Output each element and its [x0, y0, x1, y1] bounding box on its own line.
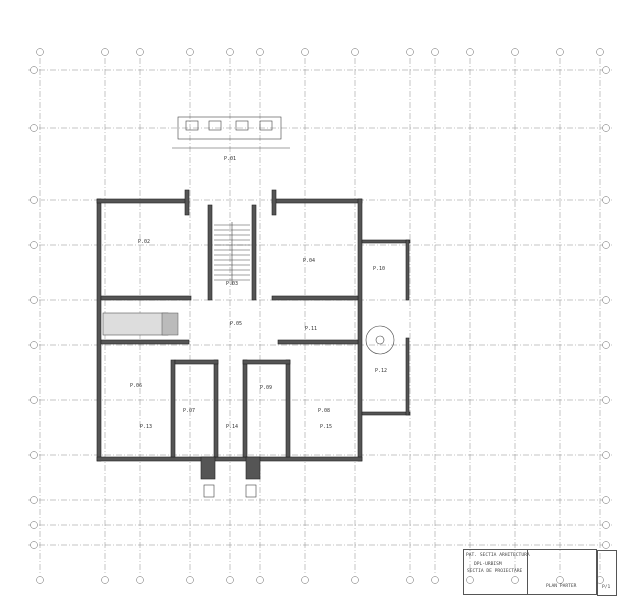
main-staircase: [214, 222, 250, 285]
grid-bubble: [30, 541, 38, 549]
grid-bubble: [101, 48, 109, 56]
room-label: P.13: [140, 424, 152, 430]
room-label: P.03: [226, 281, 238, 287]
room-label: P.12: [375, 368, 387, 374]
grid-bubble: [36, 576, 44, 584]
grid-bubble: [602, 521, 610, 529]
grid-bubble: [431, 48, 439, 56]
grid-bubble: [602, 396, 610, 404]
grid-bubble: [556, 576, 564, 584]
grid-bubble: [556, 48, 564, 56]
grid-bubble: [30, 451, 38, 459]
grid-bubble: [466, 48, 474, 56]
sheet-code: P/1: [602, 585, 611, 590]
grid-bubble: [406, 48, 414, 56]
grid-bubble: [226, 576, 234, 584]
grid-bubble: [511, 576, 519, 584]
room-label: P.10: [373, 266, 385, 272]
grid-bubble: [511, 48, 519, 56]
grid-bubble: [602, 496, 610, 504]
grid-bubble: [30, 496, 38, 504]
title-block-row: DPL-URBISM: [474, 562, 502, 567]
room-label: P.06: [130, 383, 142, 389]
grid-bubble: [30, 124, 38, 132]
grid-bubble: [602, 124, 610, 132]
grid-bubble: [602, 341, 610, 349]
grid-bubble: [30, 396, 38, 404]
room-label: P.08: [318, 408, 330, 414]
grid-bubble: [602, 451, 610, 459]
grid-bubble: [186, 576, 194, 584]
grid-bubble: [30, 66, 38, 74]
grid-bubble: [351, 576, 359, 584]
room-label: P.15: [320, 424, 332, 430]
grid-bubble: [602, 66, 610, 74]
title-block: PAT. SECTIA ARHITECTURA DPL-URBISM SECTI…: [463, 549, 617, 596]
title-block-left: PAT. SECTIA ARHITECTURA DPL-URBISM SECTI…: [464, 550, 530, 594]
grid-bubble: [30, 341, 38, 349]
grid-bubble: [431, 576, 439, 584]
spiral-staircase: [365, 325, 395, 355]
grid-bubble: [256, 48, 264, 56]
grid-axis-bubbles: [30, 48, 610, 584]
room-label: P.02: [138, 239, 150, 245]
grid-bubble: [351, 48, 359, 56]
front-porch: [172, 116, 290, 149]
grid-bubble: [602, 196, 610, 204]
grid-bubble: [226, 48, 234, 56]
grid-bubble: [30, 296, 38, 304]
grid-bubble: [36, 48, 44, 56]
structural-grid: [28, 58, 612, 575]
grid-bubble: [301, 576, 309, 584]
room-label: P.14: [226, 424, 238, 430]
grid-bubble: [596, 48, 604, 56]
grid-bubble: [406, 576, 414, 584]
grid-bubble: [30, 241, 38, 249]
room-label: P.04: [303, 258, 315, 264]
title-block-row: SECTIA DE PROIECTARE: [467, 569, 523, 574]
hatched-section: [102, 312, 179, 336]
room-label: P.07: [183, 408, 195, 414]
grid-bubble: [301, 48, 309, 56]
grid-bubble: [602, 296, 610, 304]
room-label: P.05: [230, 321, 242, 327]
sheet-title: PLAN PARTER: [546, 584, 577, 589]
room-label: P.01: [224, 156, 236, 162]
building-walls: [96, 189, 411, 498]
room-label: P.09: [260, 385, 272, 391]
title-block-row: PAT. SECTIA ARHITECTURA: [466, 553, 530, 558]
grid-bubble: [602, 541, 610, 549]
grid-bubble: [256, 576, 264, 584]
grid-bubble: [602, 241, 610, 249]
room-label: P.11: [305, 326, 317, 332]
grid-bubble: [136, 576, 144, 584]
grid-bubble: [101, 576, 109, 584]
grid-bubble: [466, 576, 474, 584]
room-labels: P.01 P.02 P.03 P.04 P.05 P.06 P.07 P.08 …: [130, 156, 387, 430]
grid-bubble: [186, 48, 194, 56]
sheet-code-box: P/1: [597, 550, 617, 596]
grid-bubble: [136, 48, 144, 56]
grid-bubble: [30, 196, 38, 204]
grid-bubble: [30, 521, 38, 529]
